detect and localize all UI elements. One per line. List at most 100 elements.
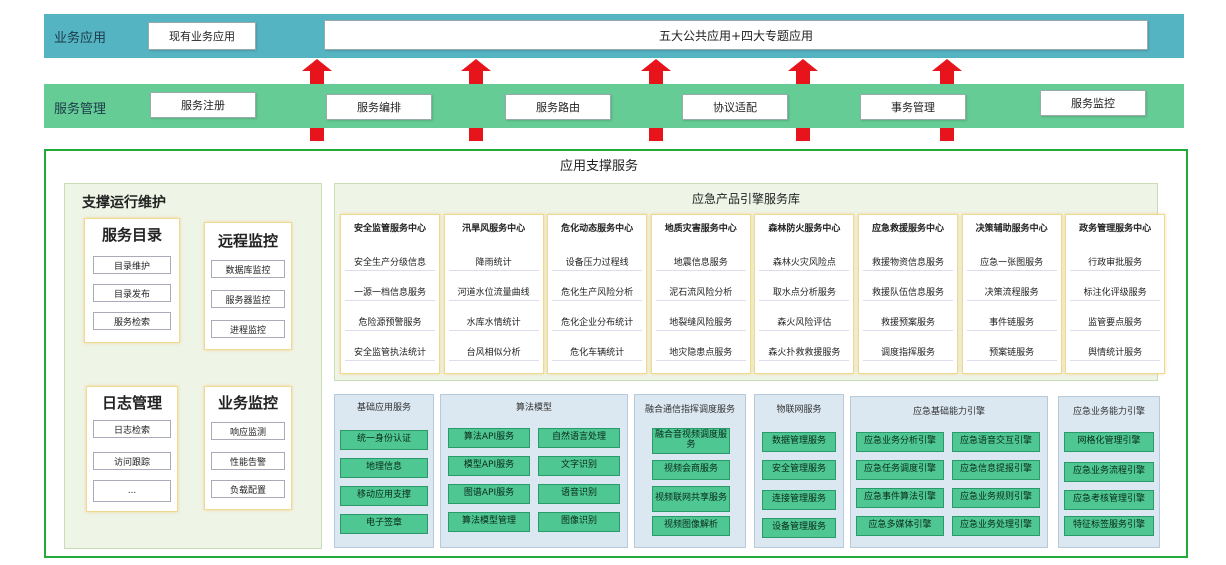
service-route-box[interactable]: 服务路由 [505, 94, 611, 120]
engine-column-item[interactable]: 泥石流风险分析 [655, 283, 746, 301]
engine-column-item[interactable]: 危险源预警服务 [345, 313, 435, 331]
base-app-item[interactable]: 移动应用支撑 [340, 486, 428, 506]
engine-column-item[interactable]: 预案链服务 [966, 343, 1057, 361]
engine-column-item[interactable]: 舆情统计服务 [1070, 343, 1161, 361]
engine-column-item[interactable]: 救援物资信息服务 [863, 253, 953, 271]
algo-item[interactable]: 算法API服务 [448, 428, 530, 448]
basic-ability-item[interactable]: 应急业务规则引擎 [952, 488, 1040, 508]
service-mgmt-label: 服务管理 [54, 102, 107, 117]
catalog-item[interactable]: 目录维护 [93, 256, 171, 274]
remote-item[interactable]: 进程监控 [211, 320, 285, 338]
basic-ability-title: 应急基础能力引擎 [912, 407, 985, 417]
fusion-title: 融合通信指挥调度服务 [644, 405, 735, 415]
biz-ability-item[interactable]: 应急考核管理引擎 [1064, 490, 1154, 510]
basic-ability-item[interactable]: 应急语音交互引擎 [952, 432, 1040, 452]
remote-item[interactable]: 数据库监控 [211, 260, 285, 278]
catalog-item[interactable]: 目录发布 [93, 284, 171, 302]
arrow-stub-icon [940, 128, 954, 141]
algo-item[interactable]: 图像识别 [538, 512, 620, 532]
engine-column-item[interactable]: 安全生产分级信息 [345, 253, 435, 271]
algo-item[interactable]: 图谱API服务 [448, 484, 530, 504]
basic-ability-item[interactable]: 应急多媒体引擎 [856, 516, 944, 536]
arrow-up-icon [461, 59, 491, 85]
engine-column-item[interactable]: 事件链服务 [966, 313, 1057, 331]
engine-column-item[interactable]: 森火风险评估 [759, 313, 850, 331]
algo-item[interactable]: 自然语言处理 [538, 428, 620, 448]
biz-ability-item[interactable]: 特征标签服务引擎 [1064, 516, 1154, 536]
engine-column-item[interactable]: 危化生产风险分析 [552, 283, 643, 301]
transaction-mgmt-box[interactable]: 事务管理 [860, 94, 966, 120]
arrow-stub-icon [469, 128, 483, 141]
engine-column-item[interactable]: 决策流程服务 [966, 283, 1057, 301]
fusion-item[interactable]: 视频图像解析 [652, 516, 730, 536]
engine-column-item[interactable]: 应急一张图服务 [966, 253, 1057, 271]
engine-column-item[interactable]: 监管要点服务 [1070, 313, 1161, 331]
iot-item[interactable]: 设备管理服务 [762, 518, 836, 538]
biz-ability-item[interactable]: 应急业务流程引擎 [1064, 462, 1154, 482]
engine-column-item[interactable]: 取水点分析服务 [759, 283, 850, 301]
basic-ability-item[interactable]: 应急任务调度引擎 [856, 460, 944, 480]
engine-column-item[interactable]: 救援预案服务 [863, 313, 953, 331]
log-item[interactable]: 访问跟踪 [93, 452, 171, 470]
catalog-item[interactable]: 服务检索 [93, 312, 171, 330]
base-app-item[interactable]: 地理信息 [340, 458, 428, 478]
engine-column: 安全监管服务中心安全生产分级信息一源一档信息服务危险源预警服务安全监管执法统计 [340, 214, 440, 374]
engine-column-item[interactable]: 危化企业分布统计 [552, 313, 643, 331]
engine-column-item[interactable]: 台风相似分析 [448, 343, 539, 361]
arrow-stub-icon [310, 128, 324, 141]
basic-ability-item[interactable]: 应急业务处理引擎 [952, 516, 1040, 536]
remote-item[interactable]: 服务器监控 [211, 290, 285, 308]
fusion-item[interactable]: 视频联网共享服务 [652, 486, 730, 512]
engine-column-item[interactable]: 救援队伍信息服务 [863, 283, 953, 301]
algo-item[interactable]: 语音识别 [538, 484, 620, 504]
engine-column-item[interactable]: 水库水情统计 [448, 313, 539, 331]
existing-app-box[interactable]: 现有业务应用 [148, 22, 256, 50]
engine-column-item[interactable]: 地灾隐患点服务 [655, 343, 746, 361]
engine-column-title: 决策辅助服务中心 [975, 224, 1048, 234]
algo-item[interactable]: 模型API服务 [448, 456, 530, 476]
engine-column: 政务管理服务中心行政审批服务标注化评级服务监管要点服务舆情统计服务 [1065, 214, 1166, 374]
engine-column-item[interactable]: 河道水位流量曲线 [448, 283, 539, 301]
engine-column-item[interactable]: 森火扑救救援服务 [759, 343, 850, 361]
engine-column-item[interactable]: 调度指挥服务 [863, 343, 953, 361]
basic-ability-item[interactable]: 应急业务分析引擎 [856, 432, 944, 452]
engine-column-item[interactable]: 降雨统计 [448, 253, 539, 271]
biz-monitor-item[interactable]: 响应监测 [211, 422, 285, 440]
service-register-box[interactable]: 服务注册 [150, 92, 256, 118]
engine-column-title: 森林防火服务中心 [768, 224, 841, 234]
iot-item[interactable]: 数据管理服务 [762, 432, 836, 452]
engine-column-item[interactable]: 一源一档信息服务 [345, 283, 435, 301]
service-orchestrate-box[interactable]: 服务编排 [326, 94, 432, 120]
engine-column-item[interactable]: 地裂缝风险服务 [655, 313, 746, 331]
service-monitor-box[interactable]: 服务监控 [1040, 90, 1146, 116]
engine-column: 汛旱风服务中心降雨统计河道水位流量曲线水库水情统计台风相似分析 [443, 214, 544, 374]
engine-column-title: 汛旱风服务中心 [462, 224, 526, 234]
engine-column-item[interactable]: 安全监管执法统计 [345, 343, 435, 361]
engine-column-item[interactable]: 森林火灾风险点 [759, 253, 850, 271]
log-item[interactable]: 日志检索 [93, 420, 171, 438]
protocol-adapt-box[interactable]: 协议适配 [682, 94, 788, 120]
engine-column-item[interactable]: 行政审批服务 [1070, 253, 1161, 271]
engine-column-item[interactable]: 地震信息服务 [655, 253, 746, 271]
public-app-box[interactable]: 五大公共应用+四大专题应用 [324, 20, 1148, 50]
basic-ability-item[interactable]: 应急信息提报引擎 [952, 460, 1040, 480]
biz-monitor-item[interactable]: 性能告警 [211, 452, 285, 470]
biz-monitor-item[interactable]: 负载配置 [211, 480, 285, 498]
biz-ability-item[interactable]: 网格化管理引擎 [1064, 432, 1154, 452]
arrow-up-icon [788, 59, 818, 85]
iot-item[interactable]: 连接管理服务 [762, 490, 836, 510]
base-app-item[interactable]: 统一身份认证 [340, 430, 428, 450]
algo-item[interactable]: 算法模型管理 [448, 512, 530, 532]
arrow-stub-icon [649, 128, 663, 141]
biz-ability-title: 应急业务能力引擎 [1072, 407, 1145, 417]
base-app-item[interactable]: 电子签章 [340, 514, 428, 534]
engine-column-item[interactable]: 危化车辆统计 [552, 343, 643, 361]
iot-item[interactable]: 安全管理服务 [762, 460, 836, 480]
log-item[interactable]: ... [93, 480, 171, 502]
engine-column-item[interactable]: 设备压力过程线 [552, 253, 643, 271]
engine-column-item[interactable]: 标注化评级服务 [1070, 283, 1161, 301]
algo-item[interactable]: 文字识别 [538, 456, 620, 476]
basic-ability-item[interactable]: 应急事件算法引擎 [856, 488, 944, 508]
fusion-item[interactable]: 视频会商服务 [652, 460, 730, 480]
fusion-item[interactable]: 融合音视频调度服务 [652, 428, 730, 454]
